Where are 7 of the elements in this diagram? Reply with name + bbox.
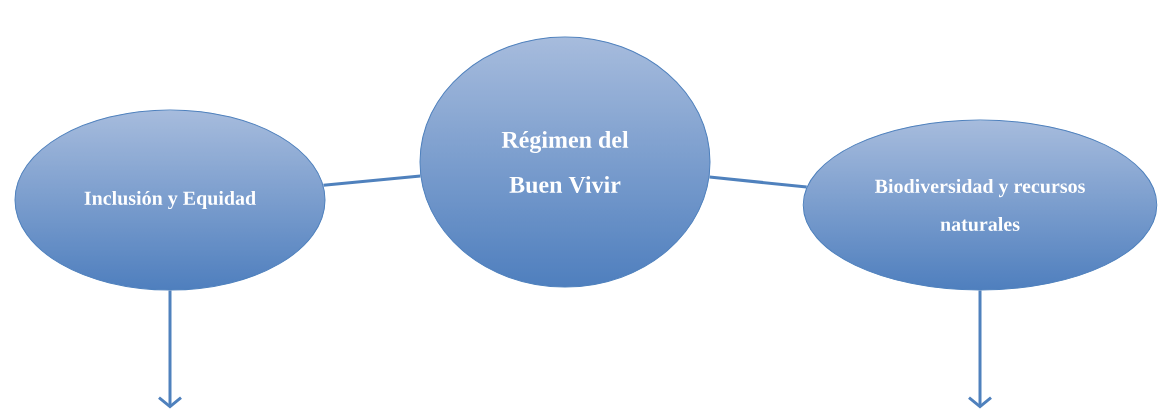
- ellipse-node: Régimen del Buen Vivir: [419, 36, 711, 288]
- arrow: [158, 290, 182, 409]
- connector-line: [323, 174, 421, 187]
- ellipse-node: Biodiversidad y recursos naturales: [802, 119, 1158, 291]
- arrow: [968, 290, 992, 409]
- connector-line: [709, 175, 807, 189]
- ellipse-node: Inclusión y Equidad: [14, 109, 326, 291]
